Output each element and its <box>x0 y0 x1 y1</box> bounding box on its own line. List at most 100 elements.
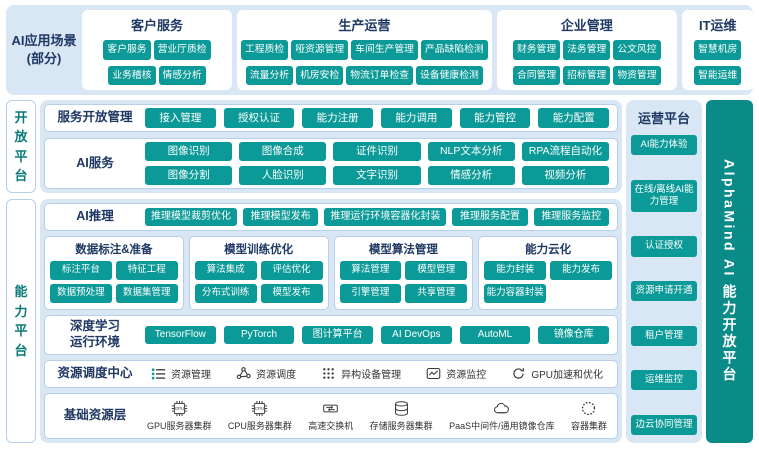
panel-chip: 标注平台 <box>50 261 112 280</box>
gpu-server-icon: GPU <box>171 400 188 417</box>
panel-chips: 算法管理模型管理引擎管理共享管理 <box>339 261 468 303</box>
scenario-band: AI应用场景 (部分) 客户服务 客户服务营业厅质检 业务稽核情感分析 生产运营… <box>6 5 754 95</box>
ai-service-chip: 图像分割 <box>145 165 233 185</box>
training-panels-row: 数据标注&准备 标注平台特征工程数据预处理数据集管理 模型训练优化 算法集成评估… <box>44 236 618 311</box>
scenario-group-it-operations: IT运维 智慧机房 智能运维 <box>681 10 754 90</box>
chip-row: 合同管理招标管理物资管理 <box>501 65 673 85</box>
resource-item: 资源监控 <box>426 366 486 381</box>
service-open-mgmt-row: 服务开放管理 接入管理授权认证能力注册能力调用能力管控能力配置 <box>44 104 618 132</box>
panel-chips: 算法集成评估优化分布式训练模型发布 <box>194 261 323 303</box>
panel-model-training: 模型训练优化 算法集成评估优化分布式训练模型发布 <box>188 236 329 311</box>
operations-chip: AI能力体验 <box>631 135 697 156</box>
panel-title: 能力云化 <box>525 244 572 257</box>
scenario-chip: 法务管理 <box>563 40 611 60</box>
capability-platform-section: AI推理 推理模型裁剪优化推理模型发布推理运行环境容器化封装推理服务配置推理服务… <box>40 199 622 443</box>
scenario-chip: 客户服务 <box>103 40 151 60</box>
scenario-chip: 情感分析 <box>158 65 206 85</box>
brand-title: AlphaMind AI 能力开放平台 <box>721 159 738 384</box>
ai-service-chip: NLP文本分析 <box>427 141 515 161</box>
base-resource-item: CPU CPU服务器集群 <box>228 400 292 432</box>
scenario-chip: 合同管理 <box>512 65 561 85</box>
storage-icon <box>393 400 410 417</box>
ai-service-chip: 人脸识别 <box>239 165 327 185</box>
svg-text:GPU: GPU <box>175 406 184 411</box>
base-resource-item: GPU GPU服务器集群 <box>147 400 212 432</box>
resource-item-label: 异构设备管理 <box>341 370 402 382</box>
base-resource-item-label: 存储服务器集群 <box>369 421 433 431</box>
scenario-chip: 物资管理 <box>613 65 661 85</box>
ai-service-chip: 图像识别 <box>145 141 233 161</box>
panel-title: 模型训练优化 <box>224 244 294 257</box>
scenario-chip: 财务管理 <box>512 40 561 60</box>
resource-item: 资源管理 <box>151 366 211 381</box>
monitor-icon <box>426 366 441 381</box>
operations-chip: 运维监控 <box>631 370 697 391</box>
operations-chip: 认证授权 <box>631 236 697 257</box>
base-resource-items: GPU GPU服务器集群 CPU CPU服务器集群 高速交换机 存储服务器集群 … <box>145 400 609 432</box>
brand-bar: AlphaMind AI 能力开放平台 <box>706 100 753 443</box>
runtime-chip: AutoML <box>459 325 531 345</box>
chip-row: 流量分析机房安检物流订单检查设备健康检测 <box>241 65 488 85</box>
scenario-band-title-line1: AI应用场景 <box>11 33 77 49</box>
panel-chip: 分布式训练 <box>194 284 257 303</box>
scenario-group-enterprise-management: 企业管理 财务管理法务管理公文风控 合同管理招标管理物资管理 <box>496 10 677 90</box>
operations-chip: 边云协同管理 <box>631 414 697 435</box>
scenario-chip: 车间生产管理 <box>351 40 418 60</box>
scenario-group-production-operations: 生产运营 工程质检哑资源管理车间生产管理产品缺陷检测 流量分析机房安检物流订单检… <box>237 10 492 90</box>
panel-chip: 引擎管理 <box>339 284 402 303</box>
panel-chip: 数据预处理 <box>50 284 112 303</box>
service-chip: 能力管控 <box>459 108 531 128</box>
panel-chip: 能力容器封装 <box>484 284 547 303</box>
resource-item-label: 资源管理 <box>171 370 211 382</box>
chip-row: 客户服务营业厅质检 <box>86 40 228 60</box>
container-icon <box>580 400 597 417</box>
base-resource-item: 容器集群 <box>571 400 607 432</box>
ai-inference-label: AI推理 <box>76 209 114 224</box>
base-resource-item-label: GPU服务器集群 <box>147 421 212 431</box>
panel-model-algorithm: 模型算法管理 算法管理模型管理引擎管理共享管理 <box>333 236 474 311</box>
service-chip: 能力调用 <box>381 108 452 128</box>
group-title: 企业管理 <box>560 18 613 33</box>
operations-title: 运营平台 <box>637 111 690 126</box>
panel-title: 模型算法管理 <box>368 244 438 257</box>
base-resource-row: 基础资源层 GPU GPU服务器集群 CPU CPU服务器集群 高速交换机 存储… <box>44 393 618 439</box>
panel-chips: 能力封装能力发布能力容器封装 <box>484 261 612 303</box>
list-icon <box>151 366 166 381</box>
resource-items: 资源管理 资源调度 异构设备管理 资源监控 GPU加速和优化 <box>145 366 609 381</box>
paas-icon <box>493 400 510 417</box>
service-chip: 能力配置 <box>538 108 610 128</box>
service-open-mgmt-chips: 接入管理授权认证能力注册能力调用能力管控能力配置 <box>145 108 610 128</box>
ai-inference-row: AI推理 推理模型裁剪优化推理模型发布推理运行环境容器化封装推理服务配置推理服务… <box>44 203 618 231</box>
ai-service-chip: RPA流程自动化 <box>521 141 609 161</box>
gpu-accel-icon <box>511 366 526 381</box>
scenario-group-customer-service: 客户服务 客户服务营业厅质检 业务稽核情感分析 <box>82 10 232 90</box>
resource-item-label: 资源调度 <box>256 370 297 382</box>
inference-chip: 推理运行环境容器化封装 <box>324 207 447 227</box>
base-resource-label: 基础资源层 <box>63 408 127 423</box>
panel-chip: 评估优化 <box>260 261 323 280</box>
service-chip: 能力注册 <box>302 108 374 128</box>
scenario-chip: 设备健康检测 <box>416 65 483 85</box>
panel-capability-cloud: 能力云化 能力封装能力发布能力容器封装 <box>478 236 618 311</box>
panel-chip: 能力封装 <box>484 261 547 280</box>
scenario-band-title: AI应用场景 (部分) <box>11 32 77 67</box>
ai-inference-chips: 推理模型裁剪优化推理模型发布推理运行环境容器化封装推理服务配置推理服务监控 <box>145 207 609 227</box>
operations-chip: 资源申请开通 <box>631 280 697 302</box>
panel-chip: 特征工程 <box>115 261 178 280</box>
base-resource-item: 高速交换机 <box>308 400 353 432</box>
base-resource-item-label: CPU服务器集群 <box>227 421 292 431</box>
ai-service-chip: 图像合成 <box>239 141 327 161</box>
panel-chip: 模型管理 <box>405 261 468 280</box>
resource-scheduling-row: 资源调度中心 资源管理 资源调度 异构设备管理 资源监控 GPU加速和优化 <box>44 359 618 388</box>
runtime-chip: PyTorch <box>223 325 295 345</box>
svg-text:CPU: CPU <box>255 406 264 411</box>
resource-scheduling-label: 资源调度中心 <box>57 366 133 380</box>
group-title: IT运维 <box>698 18 737 33</box>
runtime-chip: 镜像仓库 <box>538 325 610 345</box>
operations-panel: 运营平台 AI能力体验在线/离线AI能力管理认证授权资源申请开通租户管理运维监控… <box>626 100 702 443</box>
chip-row: 财务管理法务管理公文风控 <box>501 40 673 60</box>
panel-chips: 标注平台特征工程数据预处理数据集管理 <box>50 261 178 303</box>
inference-chip: 推理模型发布 <box>243 207 319 227</box>
